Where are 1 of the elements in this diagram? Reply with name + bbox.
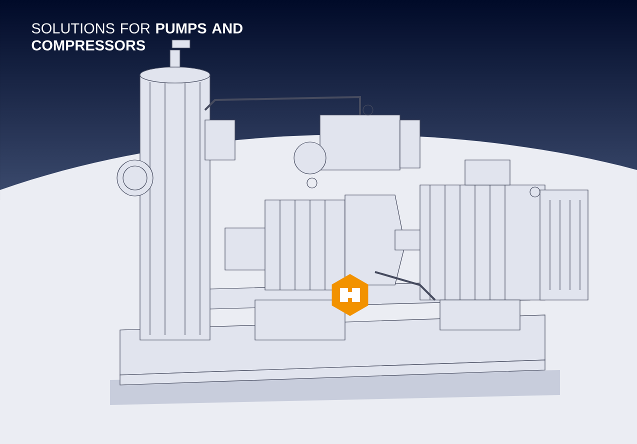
- page-title: SOLUTIONS FOR PUMPS AND COMPRESSORS: [32, 23, 242, 50]
